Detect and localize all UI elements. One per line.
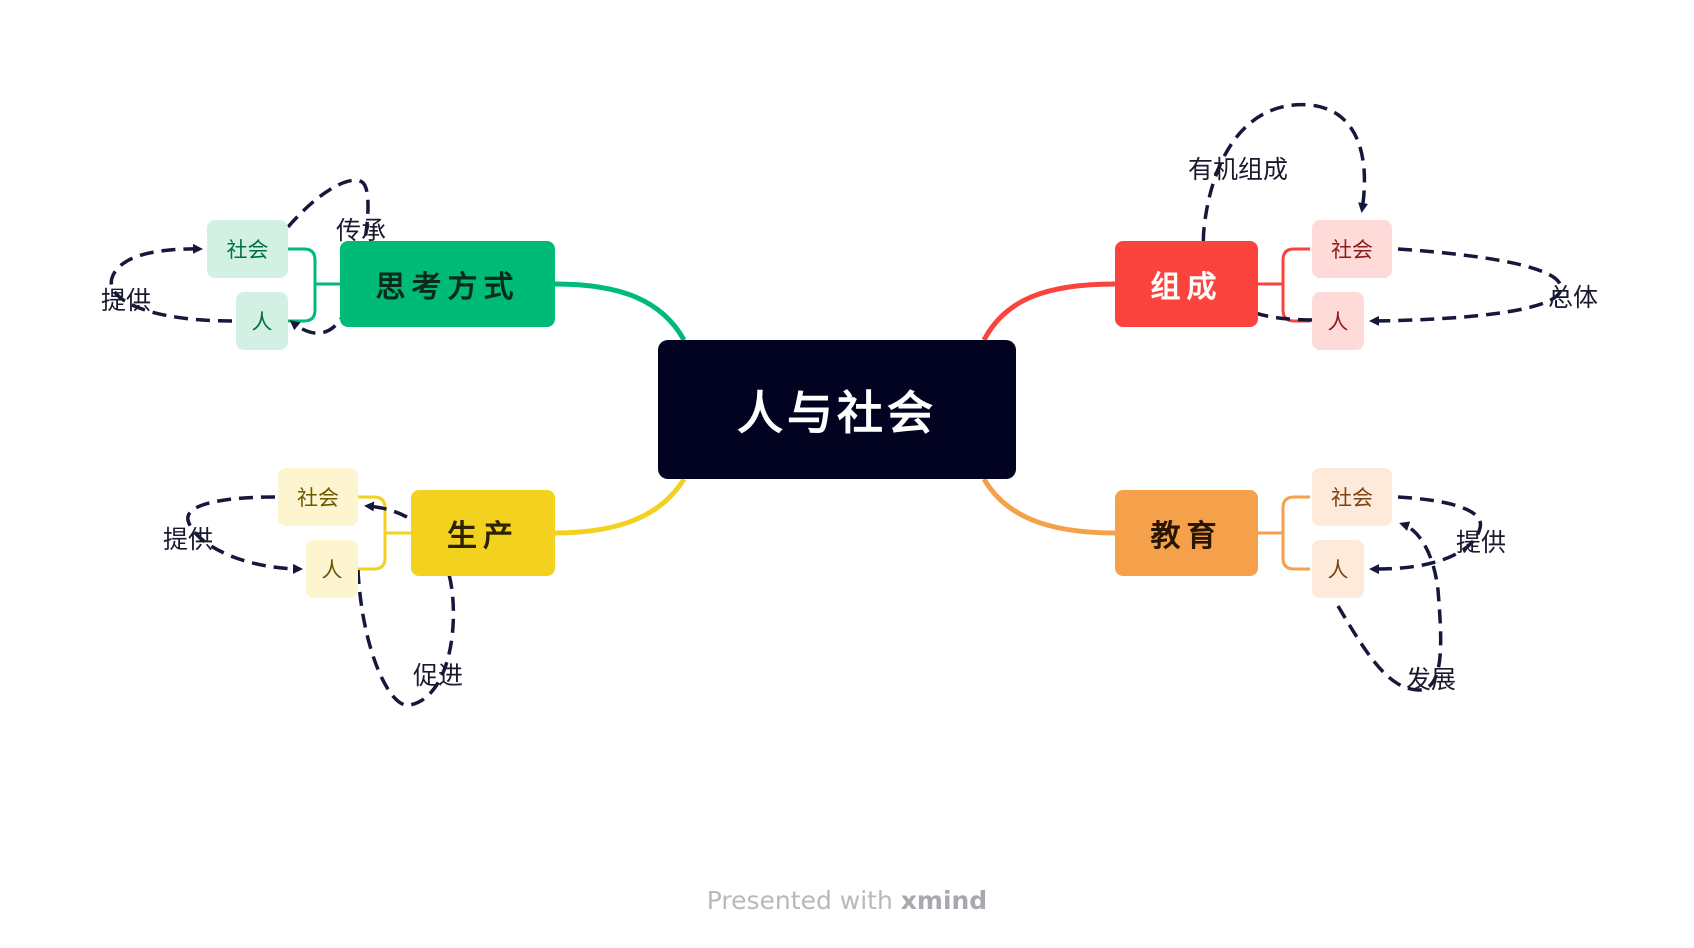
topic-education[interactable]: 教育 [1115, 490, 1258, 576]
sub-connector-education [1258, 495, 1310, 571]
label-thinking-provide[interactable]: 提供 [101, 286, 152, 315]
label-production-promote[interactable]: 促进 [413, 661, 464, 690]
presented-with-footer: Presented with xmind [0, 886, 1694, 915]
subtopic-thinking-society[interactable]: 社会 [207, 220, 288, 278]
label-education-provide[interactable]: 提供 [1456, 528, 1507, 557]
branch-line-production [554, 477, 687, 536]
subtopic-composition-society[interactable]: 社会 [1312, 220, 1392, 278]
subtopic-thinking-person[interactable]: 人 [236, 292, 288, 350]
branch-line-education [981, 477, 1116, 536]
relation-production-provide [186, 495, 303, 574]
label-education-develop[interactable]: 发展 [1406, 665, 1457, 694]
label-composition-whole[interactable]: 总体 [1548, 283, 1599, 312]
sub-connector-thinking [288, 247, 340, 323]
label-thinking-inherit[interactable]: 传承 [336, 216, 387, 245]
label-composition-organic[interactable]: 有机组成 [1188, 155, 1289, 184]
topic-thinking[interactable]: 思考方式 [340, 241, 555, 327]
subtopic-education-society[interactable]: 社会 [1312, 468, 1392, 526]
sub-connector-composition [1258, 247, 1310, 323]
relation-thinking-provide [109, 243, 233, 323]
relation-education-develop [1336, 521, 1443, 692]
footer-text: Presented with [706, 886, 901, 915]
branch-line-composition [981, 281, 1116, 342]
subtopic-education-person[interactable]: 人 [1312, 540, 1364, 598]
relation-education-provide [1369, 495, 1483, 575]
branch-line-thinking [554, 281, 687, 342]
label-production-provide[interactable]: 提供 [163, 525, 214, 554]
relation-composition-whole [1369, 247, 1563, 326]
sub-connector-production [358, 495, 411, 571]
central-topic[interactable]: 人与社会 [658, 340, 1016, 479]
subtopic-production-society[interactable]: 社会 [278, 468, 358, 526]
topic-production[interactable]: 生产 [411, 490, 555, 576]
relation-production-promote [356, 501, 456, 707]
relation-thinking-inherit [286, 178, 370, 335]
subtopic-composition-person[interactable]: 人 [1312, 292, 1364, 350]
topic-composition[interactable]: 组成 [1115, 241, 1258, 327]
subtopic-production-person[interactable]: 人 [306, 540, 358, 598]
xmind-brand: xmind [900, 886, 988, 915]
